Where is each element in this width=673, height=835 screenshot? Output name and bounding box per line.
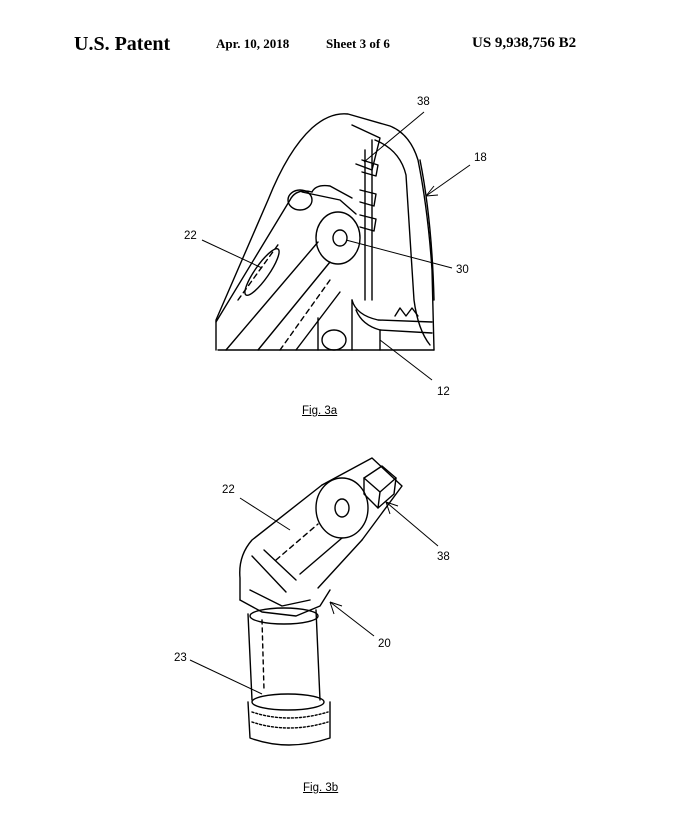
header-date: Apr. 10, 2018: [216, 36, 290, 51]
header-title: U.S. Patent: [74, 33, 171, 55]
ref-label-23: 23: [174, 652, 187, 664]
header-patent-number: US 9,938,756 B2: [472, 35, 577, 51]
figure-caption-3a: Fig. 3a: [302, 405, 338, 417]
ref-label-20: 20: [378, 638, 391, 650]
ref-label-38-fig3b: 38: [437, 551, 450, 563]
ref-label-12: 12: [437, 386, 450, 398]
header-sheet: Sheet 3 of 6: [326, 36, 390, 51]
ref-label-18: 18: [474, 152, 487, 164]
ref-label-22-fig3b: 22: [222, 484, 235, 496]
ref-label-30: 30: [456, 264, 469, 276]
ref-label-38-fig3a: 38: [417, 96, 430, 108]
figure-caption-3b: Fig. 3b: [303, 782, 339, 794]
ref-label-22-fig3a: 22: [184, 230, 197, 242]
